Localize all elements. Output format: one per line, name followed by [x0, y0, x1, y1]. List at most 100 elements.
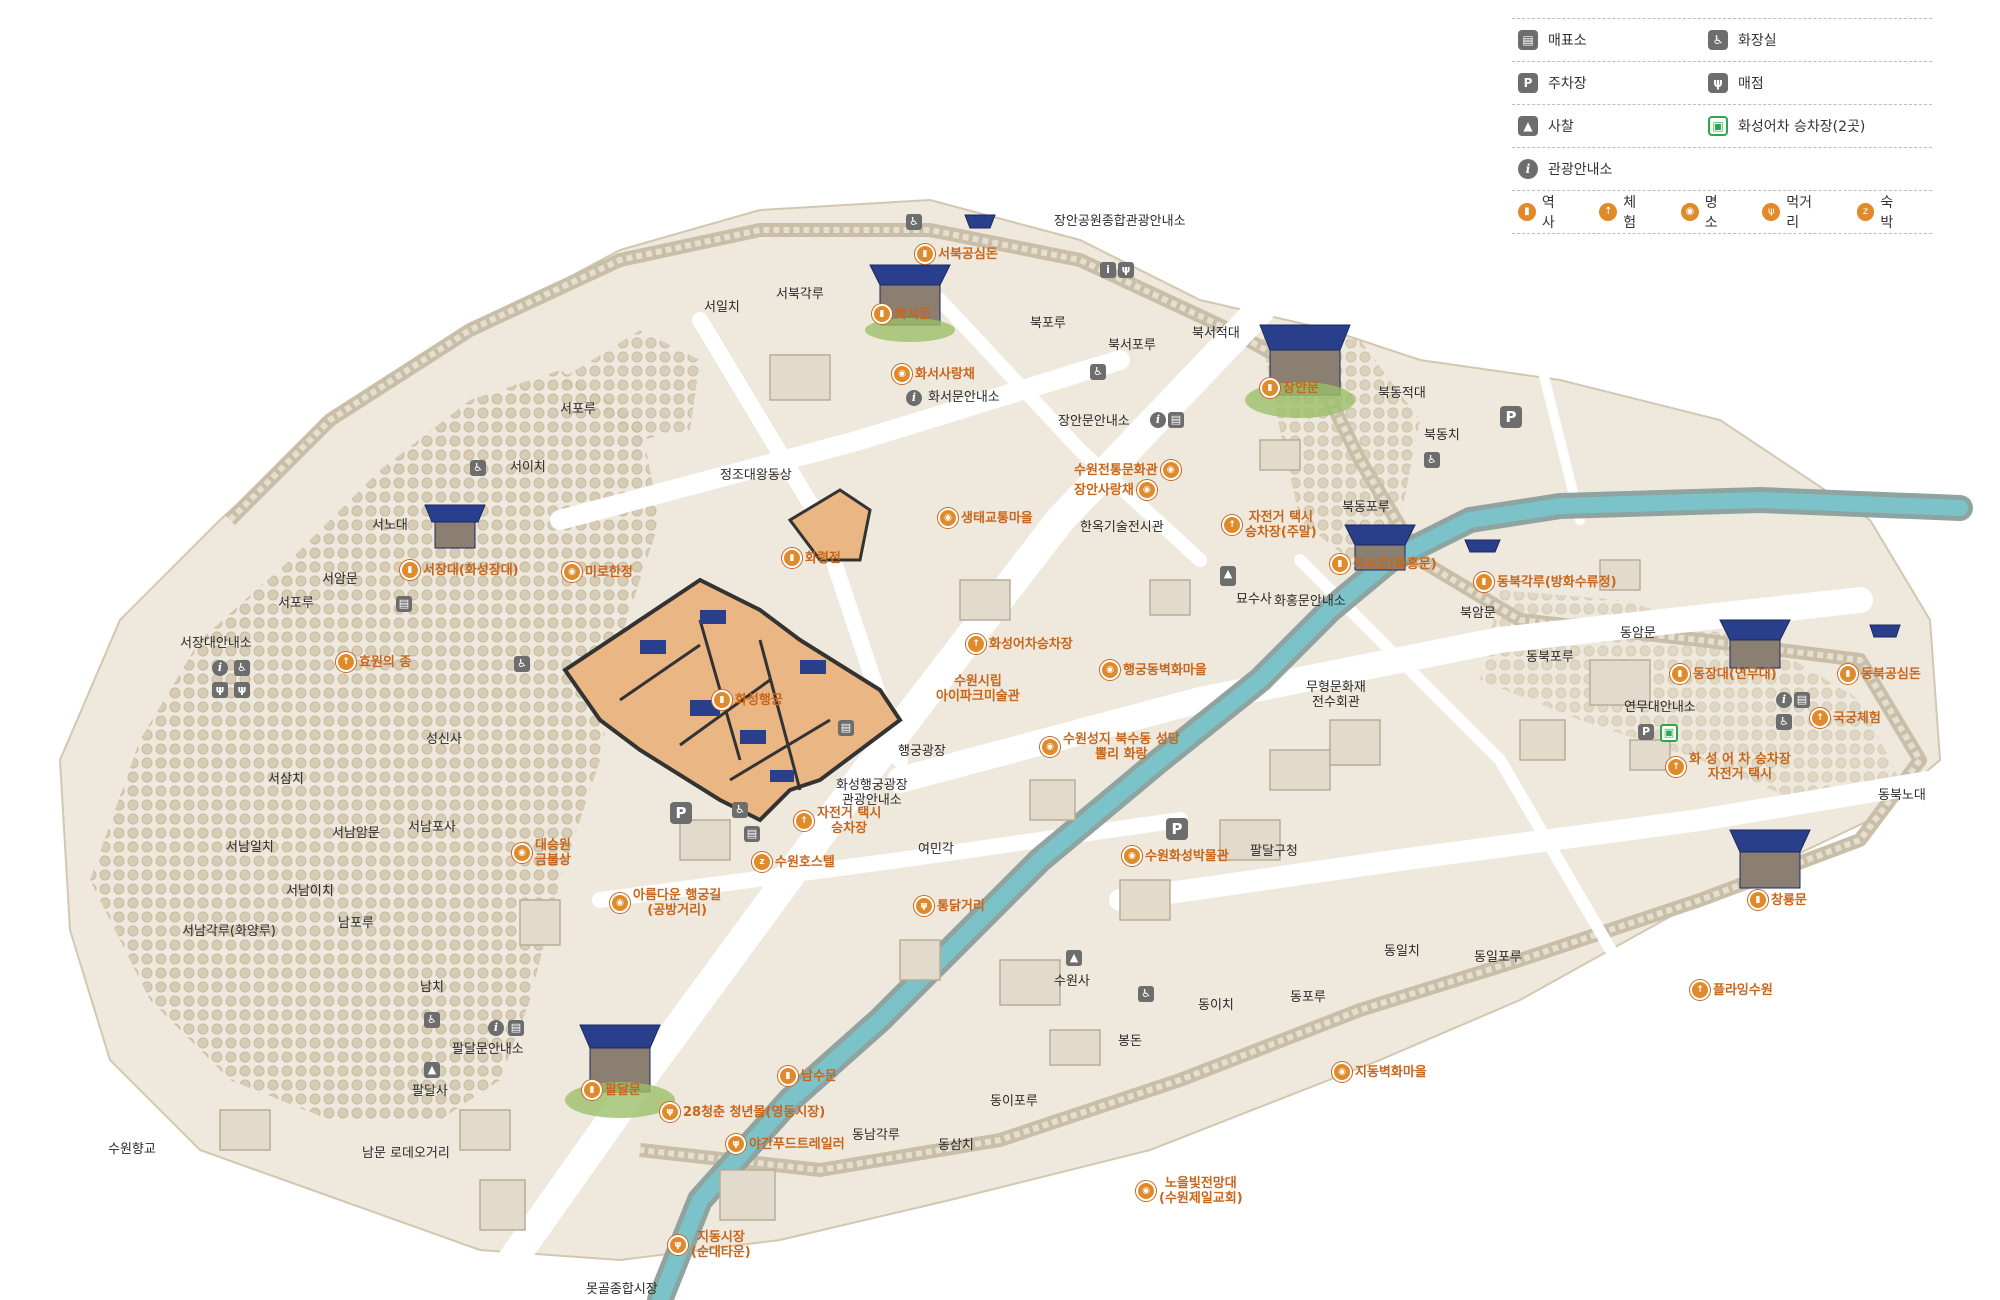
poi-night-food-label: 야간푸드트레일러: [749, 1136, 845, 1152]
parking-icon[interactable]: P: [670, 802, 692, 824]
poi-dongbukgakru[interactable]: ▮동북각루(방화수류정): [1474, 572, 1617, 592]
restroom-icon[interactable]: ♿: [470, 460, 486, 476]
poi-dongbuk-gongsimdon[interactable]: ▮동북공심돈: [1838, 664, 1921, 684]
label-paldal-info: 팔달문안내소: [452, 1042, 524, 1057]
info-icon[interactable]: i: [1776, 692, 1792, 708]
poi-haenggung-mural[interactable]: ◉행궁동벽화마을: [1100, 660, 1207, 680]
poi-jangan-culture[interactable]: 수원전통문화관◉: [1074, 460, 1181, 480]
text-line: 대승원: [535, 838, 571, 853]
parking-icon[interactable]: P: [1166, 818, 1188, 840]
poi-buksumun[interactable]: ▮북수문(화홍문): [1330, 554, 1437, 574]
label-seonamammun: 서남암문: [332, 826, 380, 841]
info-icon[interactable]: i: [488, 1020, 504, 1036]
restroom-icon[interactable]: ♿: [732, 802, 748, 818]
ticket-office-icon[interactable]: ▤: [744, 826, 760, 842]
temple-icon[interactable]: ▲: [1220, 566, 1236, 582]
tram-stop-icon[interactable]: ▣: [1660, 724, 1678, 742]
parking-icon[interactable]: P: [1638, 724, 1654, 740]
info-icon[interactable]: i: [1100, 262, 1116, 278]
ticket-office-icon[interactable]: ▤: [1794, 692, 1810, 708]
poi-areumdaun[interactable]: ◉아름다운 행궁길(공방거리): [610, 888, 721, 918]
label-bukdongchi: 북동치: [1424, 428, 1460, 443]
info-icon[interactable]: i: [1150, 412, 1166, 428]
poi-janganmun[interactable]: ▮장안문: [1260, 378, 1319, 398]
text-line: 지동시장: [696, 1230, 745, 1245]
info-icon[interactable]: i: [906, 390, 922, 406]
label-seoporu: 서포루: [560, 402, 596, 417]
poi-hwaseo-sarangchae[interactable]: ◉화서사랑채: [892, 364, 975, 384]
restaurant-icon[interactable]: ψ: [1118, 262, 1134, 278]
poi-flying-suwon[interactable]: ↑플라잉수원: [1690, 980, 1773, 1000]
history-pin-icon: ▮: [1838, 664, 1858, 684]
history-pin-icon: ▮: [1330, 554, 1350, 574]
poi-noeul-tower[interactable]: ◉노을빛전망대(수원제일교회): [1136, 1176, 1243, 1206]
restroom-icon[interactable]: ♿: [514, 656, 530, 672]
restroom-icon[interactable]: ♿: [234, 660, 250, 676]
poi-hwaryeongjeon[interactable]: ▮화령전: [782, 548, 841, 568]
temple-icon[interactable]: ▲: [424, 1062, 440, 1078]
text-line: 수원시립: [953, 674, 1002, 689]
attraction-pin-icon: ◉: [610, 893, 630, 913]
label-hwaseomun-info: 화서문안내소: [928, 390, 1000, 405]
poi-paldalmun[interactable]: ▮팔달문: [582, 1080, 641, 1100]
poi-seobuk-gongsimdon[interactable]: ▮서북공심돈: [915, 244, 998, 264]
poi-hyowon-bell[interactable]: ↑효원의 종: [336, 652, 411, 672]
label-hanok-hall: 한옥기술전시관: [1080, 520, 1164, 535]
legend-item: ▣화성어차 승차장(2곳): [1702, 116, 1892, 136]
poi-changnyongmun[interactable]: ▮창룡문: [1748, 890, 1807, 910]
poi-dongjangdae[interactable]: ▮동장대(연무대): [1670, 664, 1777, 684]
restroom-icon[interactable]: ♿: [1090, 364, 1106, 380]
poi-jidong-mural[interactable]: ◉지동벽화마을: [1332, 1062, 1427, 1082]
info-icon[interactable]: i: [212, 660, 228, 676]
poi-eco-village[interactable]: ◉생태교통마을: [938, 508, 1033, 528]
poi-seojangdae[interactable]: ▮서장대(화성장대): [400, 560, 519, 580]
ticket-office-icon[interactable]: ▤: [1168, 412, 1184, 428]
poi-mirohanjeong[interactable]: ◉미로한정: [562, 562, 633, 582]
poi-jangan-sarangchae-label: 장안사랑채: [1074, 482, 1134, 498]
poi-hwaseomun[interactable]: ▮화서문: [872, 304, 931, 324]
restroom-icon[interactable]: ♿: [424, 1012, 440, 1028]
restroom-icon[interactable]: ♿: [1776, 714, 1792, 730]
parking-icon[interactable]: P: [1500, 406, 1522, 428]
restaurant-icon[interactable]: ψ: [234, 682, 250, 698]
temple-icon[interactable]: ▲: [1066, 950, 1082, 966]
restroom-icon[interactable]: ♿: [906, 214, 922, 230]
text-line: 무형문화재: [1306, 680, 1366, 695]
history-pin-icon: ▮: [782, 548, 802, 568]
ticket-office-icon[interactable]: ▤: [396, 596, 412, 612]
poi-hwaseong-museum-label: 수원화성박물관: [1145, 848, 1229, 864]
text-line: 수원성지 북수동 성당: [1063, 732, 1180, 747]
label-yeomingak: 여민각: [918, 842, 954, 857]
label-bukporu: 북동포루: [1342, 500, 1390, 515]
label-seoammun: 서암문: [322, 572, 358, 587]
label-rodeo: 남문 로데오거리: [362, 1146, 450, 1161]
ticket-office-icon[interactable]: ▤: [508, 1020, 524, 1036]
poi-namsumun[interactable]: ▮남수문: [778, 1066, 837, 1086]
legend-label: 화장실: [1738, 33, 1777, 49]
ticket-office-icon[interactable]: ▤: [838, 720, 854, 736]
restroom-icon[interactable]: ♿: [1138, 986, 1154, 1002]
history-pin-icon: ▮: [582, 1080, 602, 1100]
poi-seojangdae-label: 서장대(화성장대): [423, 562, 519, 578]
poi-palace-experience[interactable]: ↑국궁체험: [1810, 708, 1881, 728]
restroom-icon[interactable]: ♿: [1424, 452, 1440, 468]
poi-tram-stop-west[interactable]: ↑화성어차승차장: [966, 634, 1073, 654]
poi-hwaseong-haenggung[interactable]: ▮화성행궁: [712, 690, 783, 710]
poi-tongdak-label: 통닭거리: [937, 898, 985, 914]
restaurant-icon[interactable]: ψ: [212, 682, 228, 698]
poi-hwaseong-museum[interactable]: ◉수원화성박물관: [1122, 846, 1229, 866]
poi-jangan-sarangchae[interactable]: 장안사랑채◉: [1074, 480, 1157, 500]
